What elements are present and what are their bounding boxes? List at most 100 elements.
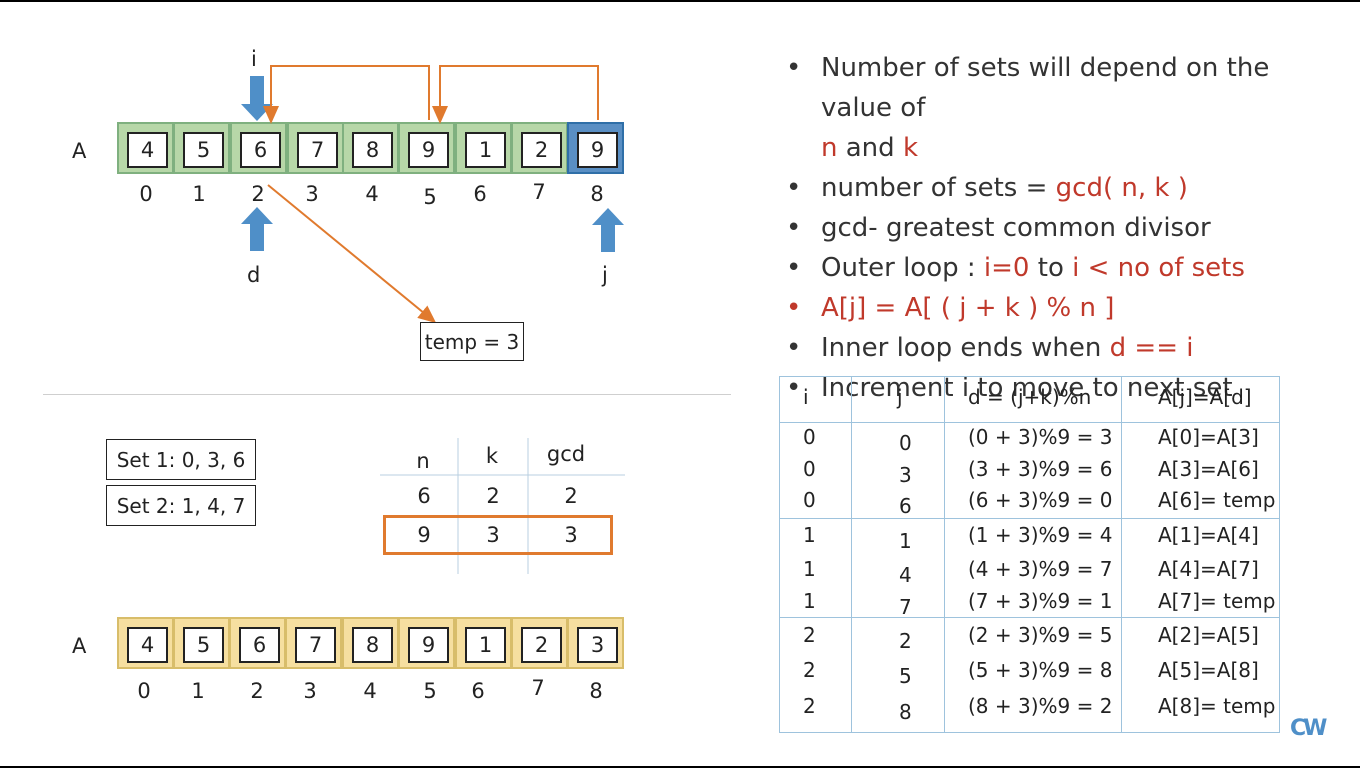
trace-cell: (2 + 3)%9 = 5	[968, 623, 1113, 647]
trace-header-cell: d = (j+k)%n	[968, 385, 1092, 409]
trace-cell: 7	[899, 595, 912, 619]
trace-cell: A[2]=A[5]	[1158, 623, 1259, 647]
array-cell-value: 1	[465, 627, 506, 663]
trace-cell: (5 + 3)%9 = 8	[968, 658, 1113, 682]
array-cell: 2	[511, 122, 568, 174]
trace-cell: 6	[899, 494, 912, 518]
array-cell-value: 2	[521, 132, 562, 168]
array-cell: 2	[511, 617, 568, 669]
j-pointer-arrow	[592, 208, 624, 252]
cw-logo: CW	[1290, 716, 1327, 741]
gcd-cell: 6	[417, 484, 431, 508]
trace-cell: 1	[803, 557, 816, 581]
temp-arrow	[267, 184, 437, 324]
trace-cell: (0 + 3)%9 = 3	[968, 425, 1113, 449]
array-index: 8	[590, 182, 604, 206]
array-cell-value: 8	[352, 627, 393, 663]
trace-cell: A[3]=A[6]	[1158, 457, 1259, 481]
gcd-cell: 2	[486, 484, 500, 508]
array-cell: 3	[567, 617, 624, 669]
array-cell-value: 7	[297, 132, 338, 168]
array-cell: 4	[117, 122, 174, 174]
bullet-item: • Increment i to move to next set	[786, 373, 1233, 403]
trace-cell: 4	[899, 563, 912, 587]
array-index: 3	[303, 679, 317, 703]
trace-cell: A[5]=A[8]	[1158, 658, 1259, 682]
pointer-arrows	[241, 65, 624, 324]
bottom-border	[0, 766, 1360, 768]
trace-cell: A[1]=A[4]	[1158, 523, 1259, 547]
top-array-label: A	[72, 139, 87, 163]
array-cell: 5	[173, 617, 230, 669]
trace-cell: (3 + 3)%9 = 6	[968, 457, 1113, 481]
trace-cell: 8	[899, 700, 912, 724]
set-2-box: Set 2: 1, 4, 7	[106, 485, 256, 526]
array-cell: 5	[173, 122, 230, 174]
i-pointer-label: i	[251, 47, 257, 71]
trace-cell: 2	[803, 623, 816, 647]
set-1-box: Set 1: 0, 3, 6	[106, 439, 256, 480]
array-cell-value: 5	[183, 132, 224, 168]
trace-cell: A[6]= temp	[1158, 488, 1276, 512]
array-index: 2	[251, 182, 265, 206]
array-cell-value: 3	[577, 627, 618, 663]
array-index: 1	[191, 679, 205, 703]
j-pointer-label: j	[602, 263, 608, 287]
bullet-item: • Inner loop ends when d == i	[786, 333, 1194, 363]
array-index: 0	[139, 182, 153, 206]
gcd-cell: 9	[417, 523, 431, 547]
temp-box: temp = 3	[420, 322, 524, 361]
array-index: 7	[532, 180, 546, 204]
bullet-item: • gcd- greatest common divisor	[786, 213, 1211, 243]
section-divider	[43, 394, 731, 395]
trace-header-cell: j	[897, 385, 903, 409]
trace-cell: 1	[899, 529, 912, 553]
bullet-item: • Number of sets will depend on the valu…	[786, 53, 1270, 163]
trace-cell: A[0]=A[3]	[1158, 425, 1259, 449]
trace-cell: (8 + 3)%9 = 2	[968, 694, 1113, 718]
array-cell: 9	[398, 617, 455, 669]
trace-cell: 1	[803, 589, 816, 613]
array-index: 2	[250, 679, 264, 703]
array-index: 0	[137, 679, 151, 703]
array-index: 4	[363, 679, 377, 703]
d-pointer-label: d	[247, 263, 261, 287]
bullet-item: • number of sets = gcd( n, k )	[786, 173, 1188, 203]
array-index: 1	[192, 182, 206, 206]
gcd-header-k: k	[485, 444, 499, 468]
array-cell-value: 1	[465, 132, 506, 168]
array-index: 5	[423, 679, 437, 703]
array-index: 3	[305, 182, 319, 206]
array-cell-value: 7	[295, 627, 336, 663]
array-cell: 1	[455, 617, 512, 669]
array-cell: 6	[229, 617, 286, 669]
trace-cell: (1 + 3)%9 = 4	[968, 523, 1113, 547]
array-cell: 9	[398, 122, 455, 174]
array-cell: 7	[287, 122, 344, 174]
trace-cell: 0	[803, 425, 816, 449]
gcd-header-gcd: gcd	[546, 442, 586, 466]
trace-cell: 0	[803, 457, 816, 481]
d-pointer-arrow	[241, 207, 273, 251]
gcd-cell: 3	[564, 523, 578, 547]
bottom-array-label: A	[72, 634, 87, 658]
explanation-bullets: • Number of sets will depend on the valu…	[786, 48, 1346, 408]
trace-cell: 5	[899, 664, 912, 688]
trace-cell: 0	[803, 488, 816, 512]
top-border	[0, 0, 1360, 2]
array-index: 5	[423, 185, 437, 209]
array-cell-value: 4	[127, 627, 168, 663]
array-cell: 6	[230, 122, 287, 174]
array-cell: 9	[567, 122, 624, 174]
trace-cell: (7 + 3)%9 = 1	[968, 589, 1113, 613]
gcd-header-n: n	[416, 449, 430, 473]
array-index: 8	[589, 679, 603, 703]
trace-header-cell: A[j]=A[d]	[1158, 385, 1252, 409]
array-cell-value: 5	[183, 627, 224, 663]
array-index: 7	[531, 676, 545, 700]
trace-cell: 3	[899, 463, 912, 487]
trace-cell: 0	[899, 431, 912, 455]
array-cell: 4	[117, 617, 174, 669]
